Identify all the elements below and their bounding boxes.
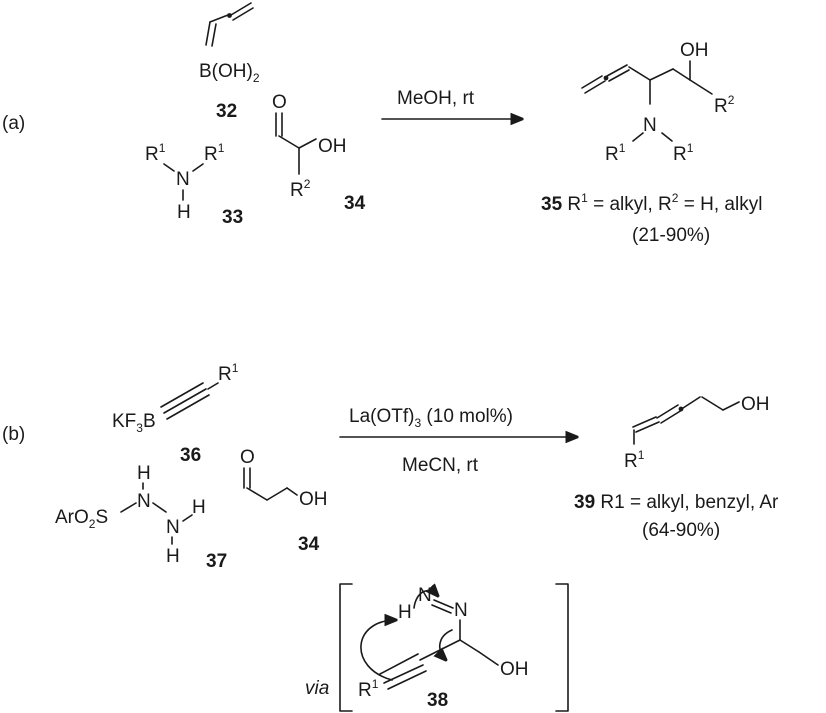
curved-arrow-nh: [413, 591, 438, 609]
compound-35: OH R2 N R1 R1 35 R1 = alkyl, R2 = H, alk…: [541, 40, 762, 246]
svg-text:OH: OH: [741, 394, 770, 415]
compound-number-33: 33: [222, 207, 243, 228]
amine-n: N: [176, 169, 190, 190]
compound-number-34-a: 34: [344, 193, 366, 214]
svg-text:R1: R1: [358, 677, 379, 701]
svg-text:KF3B: KF3B: [112, 411, 156, 435]
svg-text:N: N: [418, 585, 432, 606]
svg-text:R1: R1: [204, 141, 225, 165]
boronic-acid-group: B(OH)2: [199, 61, 260, 85]
svg-text:R1: R1: [605, 141, 626, 165]
svg-text:R1: R1: [145, 141, 166, 165]
svg-text:R2: R2: [714, 93, 735, 117]
compound-39: OH R1 39 R1 = alkyl, benzyl, Ar (64-90%): [574, 394, 779, 541]
svg-text:H: H: [398, 602, 412, 623]
hydroxyl-oh: OH: [318, 136, 347, 157]
amine-h: H: [177, 202, 191, 223]
product-39-description: 39 R1 = alkyl, benzyl, Ar: [574, 492, 779, 513]
svg-text:N: N: [137, 491, 151, 512]
compound-number-36: 36: [180, 445, 201, 466]
curved-arrow-nn: [440, 629, 453, 660]
conditions-a: MeOH, rt: [397, 88, 475, 109]
svg-text:H: H: [192, 497, 206, 518]
svg-text:N: N: [166, 517, 180, 538]
intermediate-38: via H N N OH R1 38: [305, 583, 569, 712]
svg-text:ArO2S: ArO2S: [55, 507, 108, 531]
svg-text:N: N: [454, 600, 468, 621]
conditions-b-bottom: MeCN, rt: [402, 455, 479, 476]
compound-34-a: O OH R2 34: [272, 92, 366, 214]
svg-text:R1: R1: [673, 141, 694, 165]
left-bracket: [339, 583, 353, 712]
svg-text:OH: OH: [500, 659, 529, 680]
svg-text:R1: R1: [218, 361, 239, 385]
product-oh: OH: [680, 40, 709, 61]
compound-number-38: 38: [427, 690, 448, 711]
compound-32: B(OH)2 32: [199, 2, 260, 122]
compound-33: R1 N R1 H 33: [145, 141, 243, 228]
yield-39: (64-90%): [642, 520, 720, 541]
conditions-b-top: La(OTf)3 (10 mol%): [349, 406, 513, 430]
compound-number-37: 37: [206, 551, 227, 572]
product-35-description: 35 R1 = alkyl, R2 = H, alkyl: [541, 191, 762, 215]
svg-text:H: H: [137, 463, 151, 484]
yield-35: (21-90%): [632, 225, 710, 246]
svg-text:R2: R2: [290, 177, 311, 201]
via-label: via: [305, 678, 329, 699]
right-bracket: [555, 583, 569, 712]
part-b-label: (b): [2, 424, 25, 445]
compound-34-b: O OH 34: [240, 447, 328, 555]
svg-text:OH: OH: [299, 489, 328, 510]
compound-36: KF3B R1 36: [112, 361, 239, 466]
carbonyl-o: O: [272, 92, 287, 113]
svg-text:R1: R1: [624, 448, 645, 472]
compound-number-32: 32: [216, 101, 237, 122]
compound-number-34-b: 34: [298, 534, 320, 555]
compound-37: ArO2S H N N H H 37: [55, 463, 227, 572]
svg-text:H: H: [166, 546, 180, 567]
curved-arrow-alkyne: [360, 620, 396, 681]
part-a-label: (a): [2, 113, 25, 134]
svg-text:O: O: [240, 447, 255, 468]
product-n: N: [643, 115, 657, 136]
r1-left: R: [145, 144, 159, 165]
